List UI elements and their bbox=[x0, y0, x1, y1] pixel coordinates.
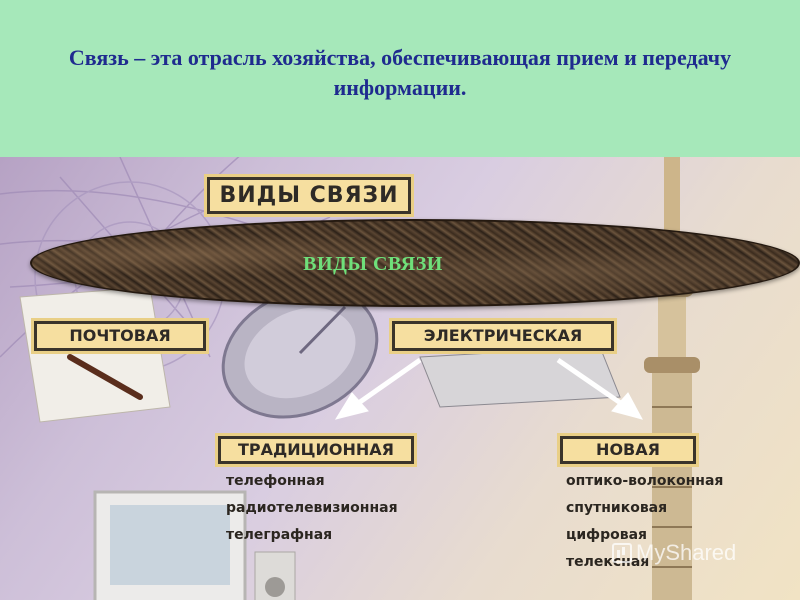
traditional-list: телефонная радиотелевизионная телеграфна… bbox=[226, 468, 398, 549]
list-item: телефонная bbox=[226, 473, 325, 489]
electric-label: ЭЛЕКТРИЧЕСКАЯ bbox=[392, 321, 614, 351]
list-item: телеграфная bbox=[226, 527, 333, 543]
keyboard-illustration bbox=[419, 346, 621, 408]
watermark: MyShared bbox=[612, 540, 736, 566]
new-list: оптико-волоконная спутниковая цифровая т… bbox=[566, 468, 723, 576]
ellipse-banner-text: ВИДЫ СВЯЗИ bbox=[303, 252, 443, 275]
list-item: спутниковая bbox=[566, 500, 668, 516]
diagram-arrows bbox=[334, 357, 643, 420]
list-item: цифровая bbox=[566, 527, 648, 543]
traditional-label: ТРАДИЦИОННАЯ bbox=[218, 436, 414, 464]
letter-pen-illustration bbox=[19, 286, 171, 423]
header-band: Связь – эта отрасль хозяйства, обеспечив… bbox=[0, 0, 800, 157]
list-item: радиотелевизионная bbox=[226, 500, 398, 516]
list-item: оптико-волоконная bbox=[566, 473, 724, 489]
postal-label: ПОЧТОВАЯ bbox=[34, 321, 206, 351]
satellite-dish-illustration bbox=[221, 287, 379, 419]
slide-title: Связь – эта отрасль хозяйства, обеспечив… bbox=[68, 44, 732, 100]
presentation-icon bbox=[612, 543, 632, 563]
watermark-text: MyShared bbox=[636, 540, 737, 565]
new-label: НОВАЯ bbox=[560, 436, 696, 464]
marble-ellipse-banner: ВИДЫ СВЯЗИ bbox=[30, 219, 800, 307]
types-of-communication-label: ВИДЫ СВЯЗИ bbox=[207, 177, 411, 214]
computer-illustration bbox=[93, 490, 296, 600]
list-item: телексная bbox=[566, 554, 650, 570]
